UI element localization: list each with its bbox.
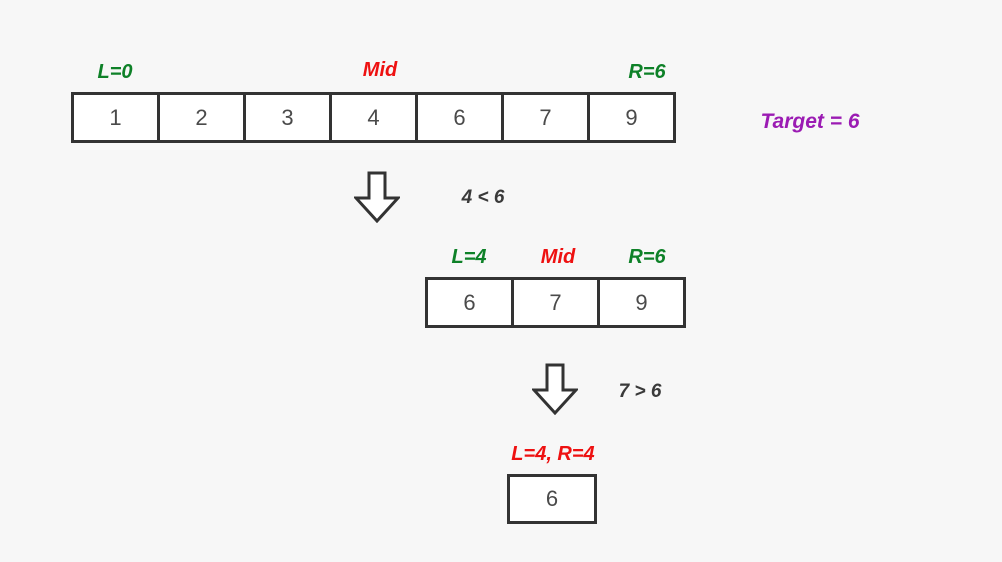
array-cell-mid: 7	[511, 277, 600, 328]
array-cell-result: 6	[507, 474, 597, 524]
target-label: Target = 6	[760, 110, 860, 133]
array-cell: 7	[501, 92, 590, 143]
pointer-label-right-step1: R=6	[628, 61, 666, 83]
array-cell: 2	[157, 92, 246, 143]
array-cell: 9	[587, 92, 676, 143]
array-cell: 9	[597, 277, 686, 328]
pointer-label-left-step2: L=4	[451, 246, 487, 268]
pointer-label-mid-step1: Mid	[362, 59, 398, 81]
pointer-label-result-step3: L=4, R=4	[511, 443, 595, 465]
array-cell: 6	[415, 92, 504, 143]
array-cell: 1	[71, 92, 160, 143]
array-step3: 6	[507, 474, 597, 524]
array-step1: 1 2 3 4 6 7 9	[71, 92, 676, 143]
comparison-text-step1: 4 < 6	[461, 187, 505, 208]
pointer-label-mid-step2: Mid	[540, 246, 576, 268]
array-cell-mid: 4	[329, 92, 418, 143]
array-cell: 6	[425, 277, 514, 328]
array-cell: 3	[243, 92, 332, 143]
pointer-label-right-step2: R=6	[628, 246, 666, 268]
comparison-text-step2: 7 > 6	[618, 381, 662, 402]
pointer-label-left-step1: L=0	[97, 61, 133, 83]
down-arrow-icon	[354, 171, 400, 223]
down-arrow-icon	[532, 363, 578, 415]
array-step2: 6 7 9	[425, 277, 686, 328]
